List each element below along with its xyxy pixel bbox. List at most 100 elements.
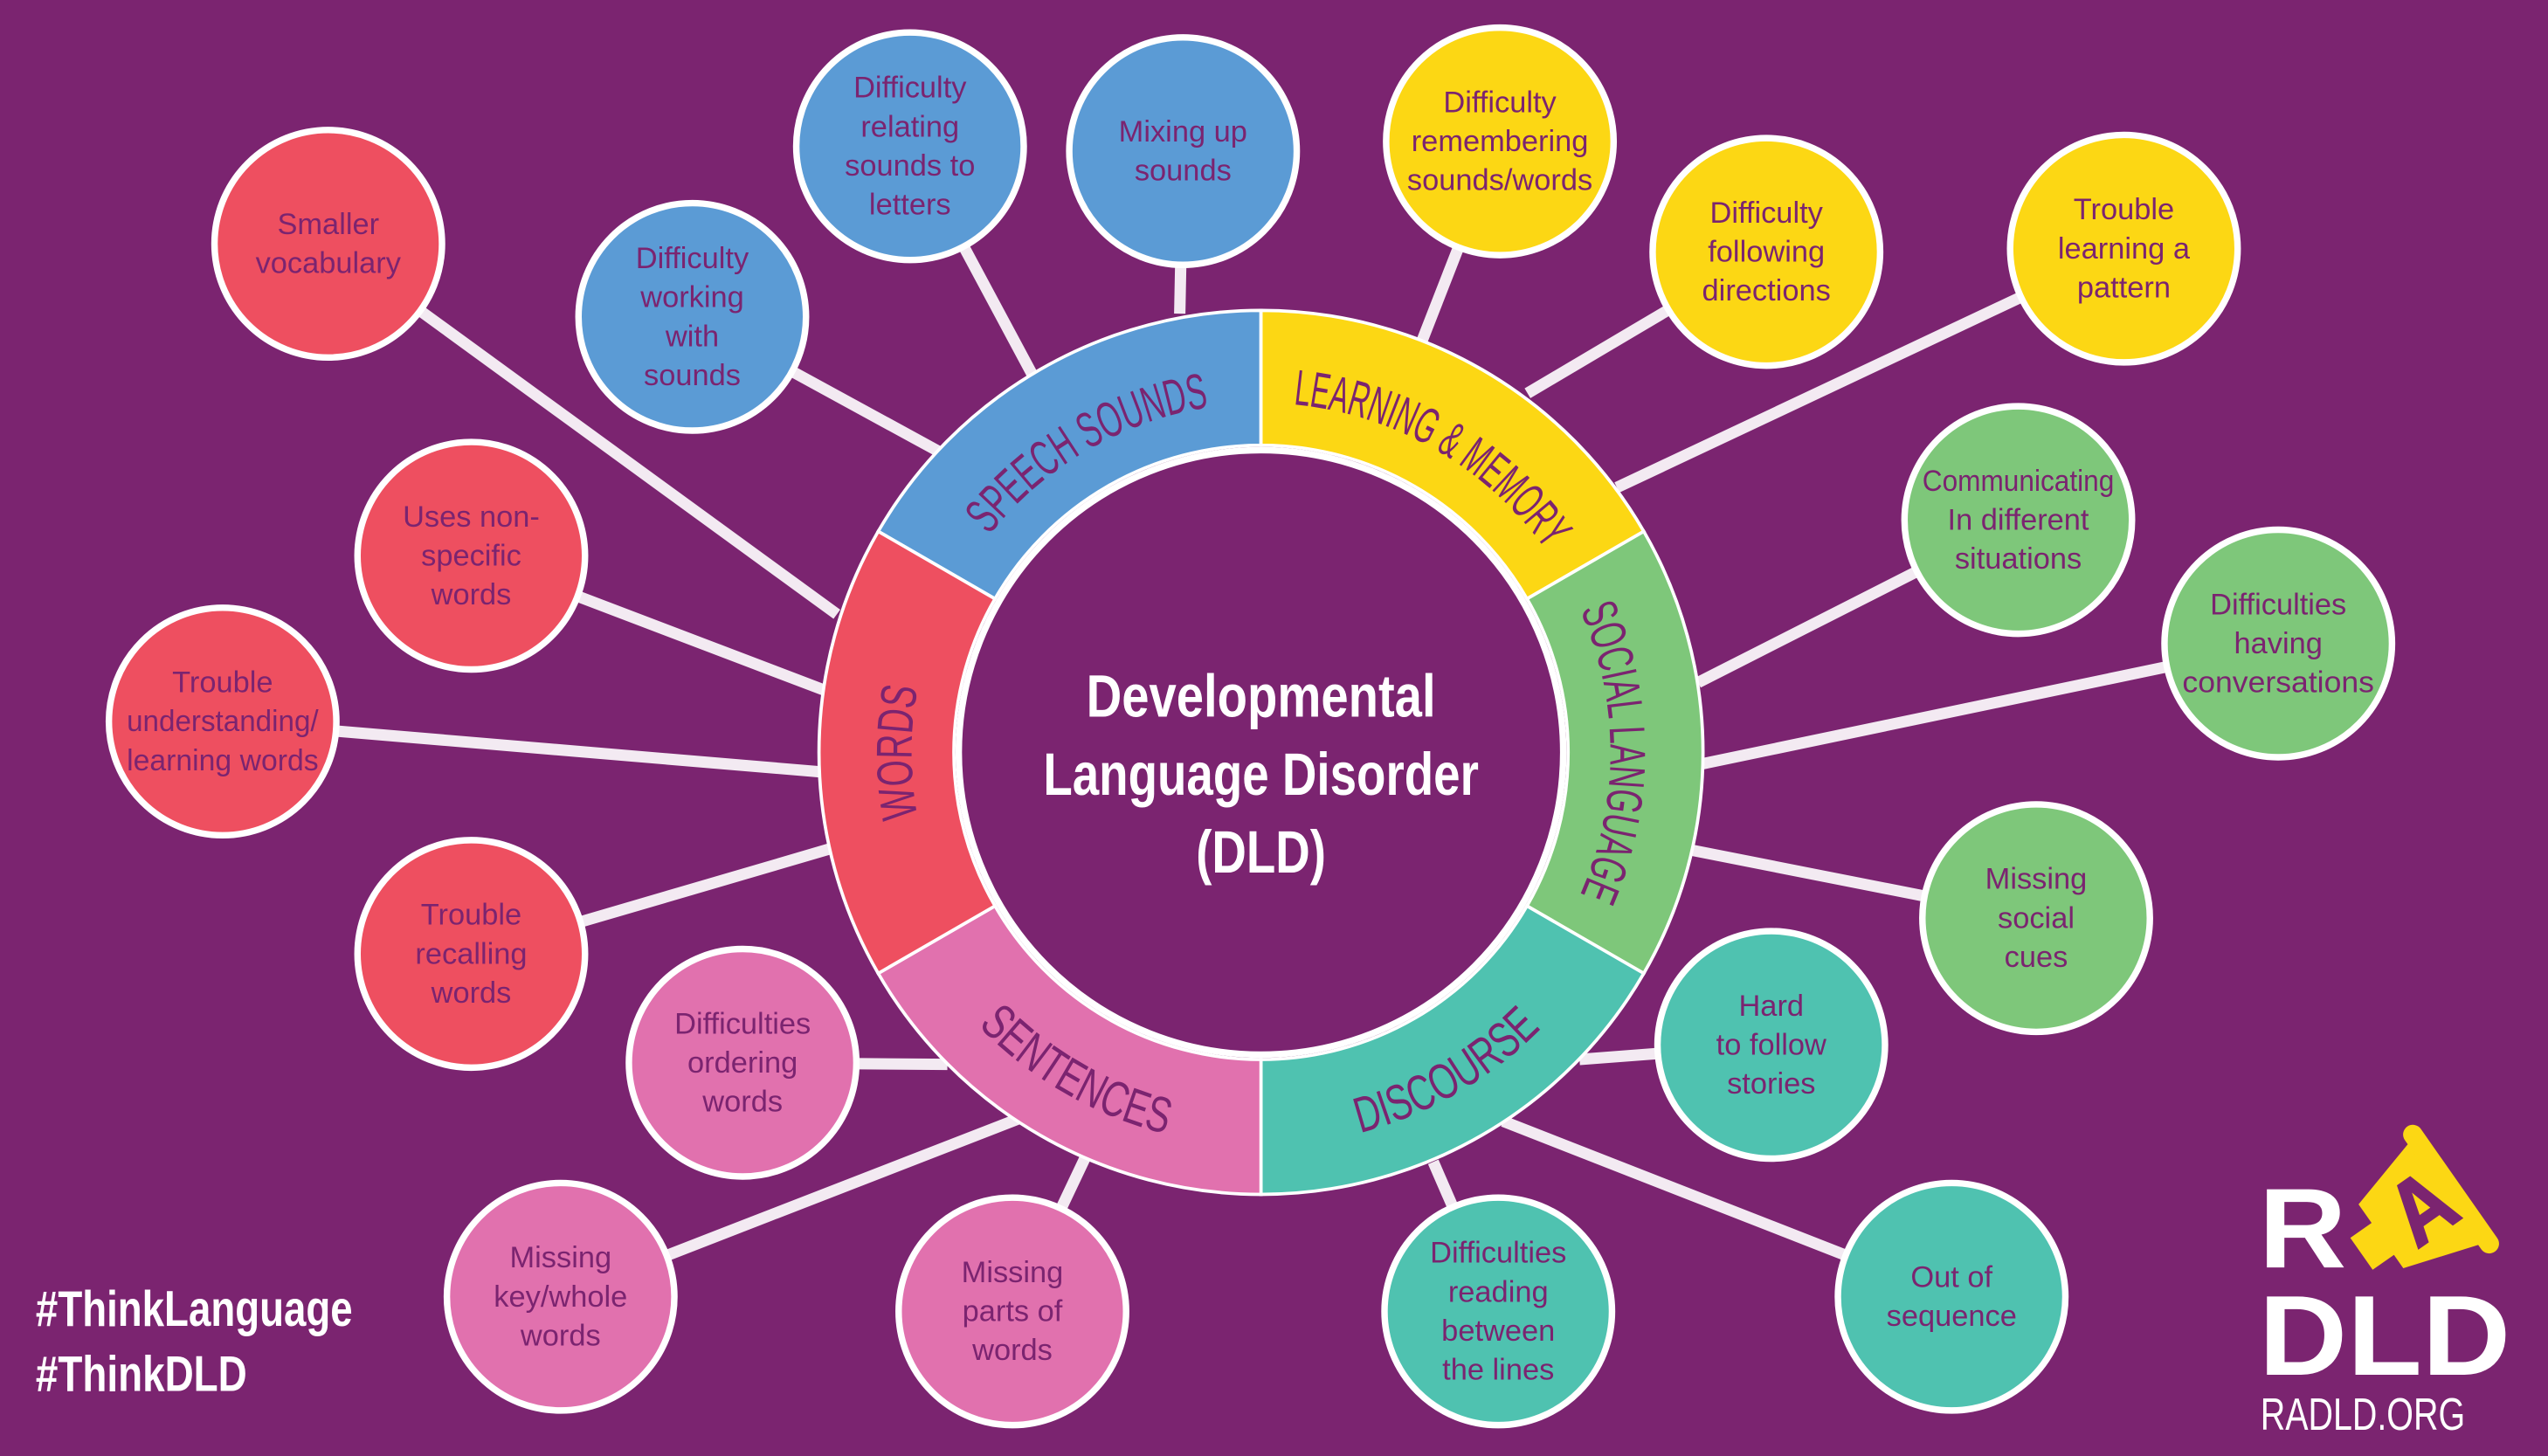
bubble-text-line: sounds/words xyxy=(1407,164,1592,197)
bubble-text-line: words xyxy=(520,1319,601,1352)
megaphone-icon xyxy=(2350,1124,2499,1270)
bubble-text-line: situations xyxy=(1955,542,2082,576)
logo-dld: DLD xyxy=(2259,1272,2510,1399)
ring-segment-speech-sounds xyxy=(875,308,1263,602)
bubble-circle xyxy=(354,837,589,1072)
bubble-text-line: vocabulary xyxy=(256,247,402,280)
ring-segment-words xyxy=(817,528,998,976)
symptom-bubble-speech-sounds: Difficulty relating sounds to letters xyxy=(792,29,1027,264)
bubble-text-line: Trouble xyxy=(421,899,521,932)
bubble-text-line: Difficulties xyxy=(674,1007,811,1040)
bubble-text-line: directions xyxy=(1702,274,1831,307)
symptom-bubble-speech-sounds: Difficulty working with sounds xyxy=(575,199,810,434)
bubble-text-line: Smaller xyxy=(277,208,379,241)
bubble-text-line: Difficulties xyxy=(2210,588,2346,621)
category-ring xyxy=(817,308,1705,1197)
bubble-text-line: with xyxy=(665,320,719,353)
bubble-text-line: specific xyxy=(421,539,521,572)
symptom-bubble-words: Trouble recalling words xyxy=(354,837,589,1072)
bubble-text-line: words xyxy=(431,976,512,1010)
bubble-text-line: Difficulty xyxy=(853,72,967,105)
bubble-text-line: words xyxy=(971,1334,1053,1367)
radld-logo: R DLD RADLD.ORG xyxy=(2259,1124,2510,1440)
bubble-text-line: pattern xyxy=(2077,271,2171,304)
hashtag-think-language: #ThinkLanguage xyxy=(36,1281,353,1337)
bubble-text-line: having xyxy=(2234,627,2322,660)
bubble-text-line: working xyxy=(639,281,744,314)
bubble-circle xyxy=(1649,135,1884,369)
bubble-circle xyxy=(2161,526,2396,761)
bubble-text-line: learning a xyxy=(2058,232,2191,266)
symptom-bubble-sentences: Difficulties ordering words xyxy=(625,945,860,1180)
bubble-text-line: Missing xyxy=(509,1241,611,1274)
symptom-bubble-social-language: Missing social cues xyxy=(1919,801,2153,1036)
bubble-circle xyxy=(105,604,340,839)
bubble-text-line: Uses non- xyxy=(403,500,540,534)
ring-segment-learning-memory xyxy=(1259,308,1647,602)
ring-segment-social-language xyxy=(1524,528,1705,976)
bubble-text-line: conversations xyxy=(2182,666,2374,700)
ring-segment-sentences xyxy=(875,903,1263,1197)
logo-letter-a-mark xyxy=(2396,1176,2464,1250)
bubble-text-line: words xyxy=(431,578,512,611)
bubble-text-line: Missing xyxy=(962,1256,1064,1289)
bubble-text-line: learning words xyxy=(127,744,319,777)
bubble-text-line: ordering xyxy=(687,1046,798,1080)
bubble-text-line: relating xyxy=(860,110,959,143)
symptom-bubble-words: Uses non-specific words xyxy=(354,438,589,673)
bubble-circle xyxy=(1066,34,1301,268)
bubble-text-line: sounds xyxy=(644,359,741,392)
bubble-circle xyxy=(1381,1194,1616,1429)
ring-segment-discourse xyxy=(1259,903,1647,1197)
bubble-text-line: between xyxy=(1441,1315,1555,1348)
bubble-text-line: Trouble xyxy=(172,666,273,700)
bubble-circle xyxy=(443,1179,678,1414)
title-line-1: Developmental xyxy=(1087,662,1436,729)
symptom-bubble-discourse: Hard to follow stories xyxy=(1654,928,1889,1163)
bubble-text-line: social xyxy=(1998,901,2075,935)
bubble-circle xyxy=(895,1194,1129,1429)
bubble-text-line: letters xyxy=(869,189,951,222)
bubble-text-line: cues xyxy=(2005,941,2068,974)
segment-label-words: WORDS xyxy=(867,680,929,823)
bubble-text-line: Mixing up xyxy=(1119,115,1247,148)
bubble-text-line: sounds xyxy=(1135,155,1232,188)
title-line-2: Language Disorder xyxy=(1043,741,1479,808)
bubble-circle xyxy=(575,199,810,434)
bubble-text-line: understanding/ xyxy=(127,705,319,738)
bubble-text-line: the lines xyxy=(1442,1354,1554,1387)
bubble-circle xyxy=(354,438,589,673)
bubble-text-line: In different xyxy=(1948,504,2089,537)
logo-url[interactable]: RADLD.ORG xyxy=(2261,1390,2465,1440)
bubble-circle xyxy=(2006,131,2241,366)
bubble-text-line: following xyxy=(1708,236,1825,269)
bubble-text-line: remembering xyxy=(1412,125,1589,158)
title-line-3: (DLD) xyxy=(1196,818,1326,886)
logo-letter-r: R xyxy=(2259,1164,2346,1292)
bubble-circle xyxy=(792,29,1027,264)
symptom-bubble-words: Trouble understanding/learning words xyxy=(105,604,340,839)
bubble-circle xyxy=(1654,928,1889,1163)
bubble-circle xyxy=(1834,1179,2069,1414)
bubble-text-line: Hard xyxy=(1738,990,1804,1023)
bubble-circle xyxy=(625,945,860,1180)
bubble-text-line: Communicating xyxy=(1923,465,2115,498)
symptom-bubble-speech-sounds: Mixing up sounds xyxy=(1066,34,1301,268)
bubble-text-line: Difficulty xyxy=(636,242,749,275)
bubble-text-line: recalling xyxy=(415,937,527,970)
bubble-text-line: words xyxy=(701,1086,783,1119)
center-circle xyxy=(955,446,1567,1059)
bubble-text-line: to follow xyxy=(1716,1028,1826,1061)
bubble-circle xyxy=(211,127,445,362)
bubble-text-line: Difficulties xyxy=(1430,1237,1566,1270)
bubble-text-line: stories xyxy=(1727,1067,1815,1101)
bubble-text-line: sounds to xyxy=(845,149,975,183)
bubble-text-line: Missing xyxy=(1985,863,2088,896)
bubble-text-line: parts of xyxy=(963,1295,1063,1328)
